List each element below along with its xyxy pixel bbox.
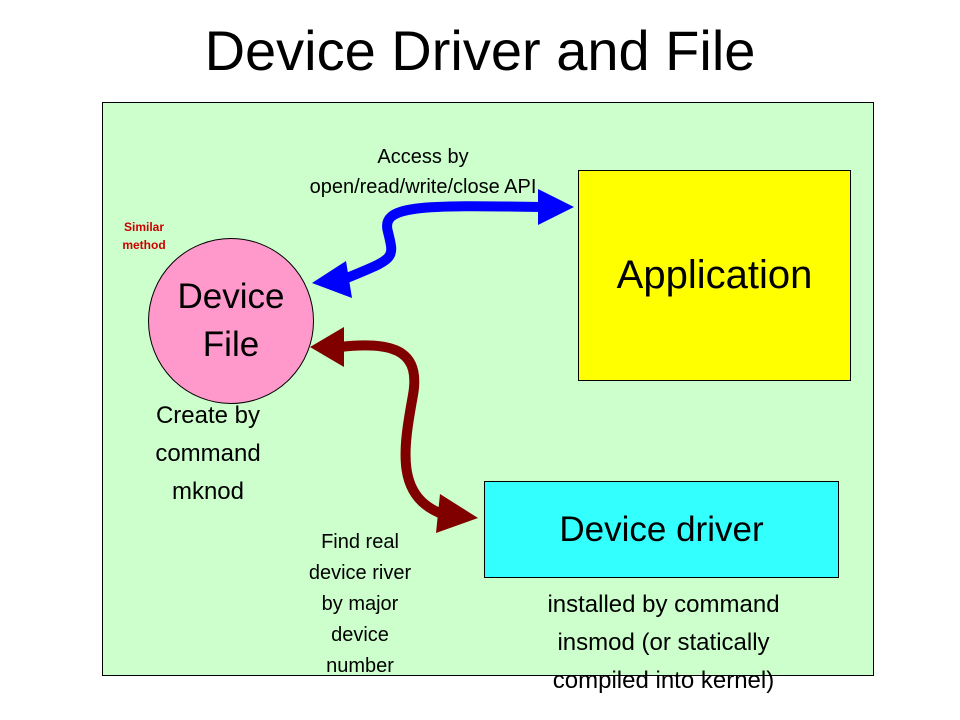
device-file-label-line-2: File [202,325,260,364]
driver-arrow [310,327,478,533]
access-note-line-2: open/read/write/close API [309,176,537,198]
driver-arrow-shaft [335,340,450,520]
find-note-line-4: device [331,624,389,646]
application-box: Application [578,170,851,381]
device-file-circle: Device File [148,238,314,404]
installed-note-line-3: compiled into kernel) [552,667,775,694]
similar-note-line-2: method [122,238,166,252]
device-file-label-line-1: Device [177,277,285,316]
device-driver-label: Device driver [559,509,764,549]
access-arrow [312,189,574,298]
find-real-driver-note: Find real device river by major device n… [270,527,450,682]
access-api-note: Access by open/read/write/close API [258,142,588,202]
installed-by-insmod-note: installed by command insmod (or statical… [486,586,841,700]
driver-arrow-head-top [310,327,344,367]
installed-note-line-2: insmod (or statically [557,629,770,656]
find-note-line-3: by major [321,593,399,615]
access-note-line-1: Access by [377,146,469,168]
driver-arrow-head-bottom [436,494,478,533]
similar-note-line-1: Similar [123,220,165,234]
installed-note-line-1: installed by command [547,591,780,618]
page-title: Device Driver and File [204,19,756,82]
similar-method-note: Similar method [104,218,184,254]
access-arrow-head-left [312,261,352,298]
access-arrow-shaft [337,201,547,285]
create-note-line-1: Create by [155,402,261,429]
find-note-line-1: Find real [321,531,399,553]
find-note-line-2: device river [308,562,412,584]
device-driver-box: Device driver [484,481,839,578]
create-note-line-3: mknod [171,478,245,505]
find-note-line-5: number [326,655,394,677]
access-arrow-head-right [538,189,574,225]
create-note-line-2: command [155,440,261,467]
create-by-mknod-note: Create by command mknod [118,397,298,511]
application-label: Application [616,253,813,297]
